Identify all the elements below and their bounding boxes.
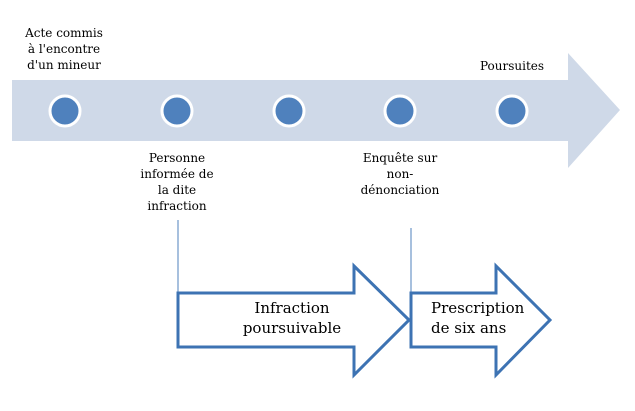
outcome-label-line: de six ans (431, 319, 507, 337)
milestone-dot-person-informed (160, 94, 194, 128)
outcome-label-line: Infraction (254, 299, 330, 317)
milestone-label-line: la dite (157, 183, 197, 197)
milestone-dot-prosecution (495, 94, 529, 128)
milestone-label-line: Personne (148, 151, 206, 165)
start-label-line: Acte commis (25, 26, 103, 40)
outcome-label-second: Prescription de six ans (431, 298, 531, 338)
milestone-label-line: Enquête sur (362, 151, 438, 165)
milestone-dot-investigation (383, 94, 417, 128)
milestone-label-line: non- (386, 167, 414, 181)
start-label: Acte commis à l'encontre d'un mineur (4, 25, 124, 73)
end-label: Poursuites (479, 59, 545, 73)
milestone-dot-start (48, 94, 82, 128)
milestone-label-investigation: Enquête sur non- dénonciation (340, 150, 460, 198)
start-label-line: d'un mineur (27, 58, 101, 72)
outcome-label-line: Prescription (431, 299, 525, 317)
outcome-label-first: Infraction poursuivable (232, 298, 352, 338)
start-label-line: à l'encontre (27, 42, 101, 56)
outcome-label-line: poursuivable (242, 319, 342, 337)
milestone-dot-middle (272, 94, 306, 128)
milestone-label-line: informée de (140, 167, 214, 181)
timeline-arrow (12, 53, 620, 168)
outcome-arrow-first (176, 262, 412, 379)
milestone-label-line: infraction (147, 199, 207, 213)
milestone-label-line: dénonciation (360, 183, 440, 197)
milestone-label-person-informed: Personne informée de la dite infraction (122, 150, 232, 214)
outcome-arrow-second (409, 262, 553, 379)
